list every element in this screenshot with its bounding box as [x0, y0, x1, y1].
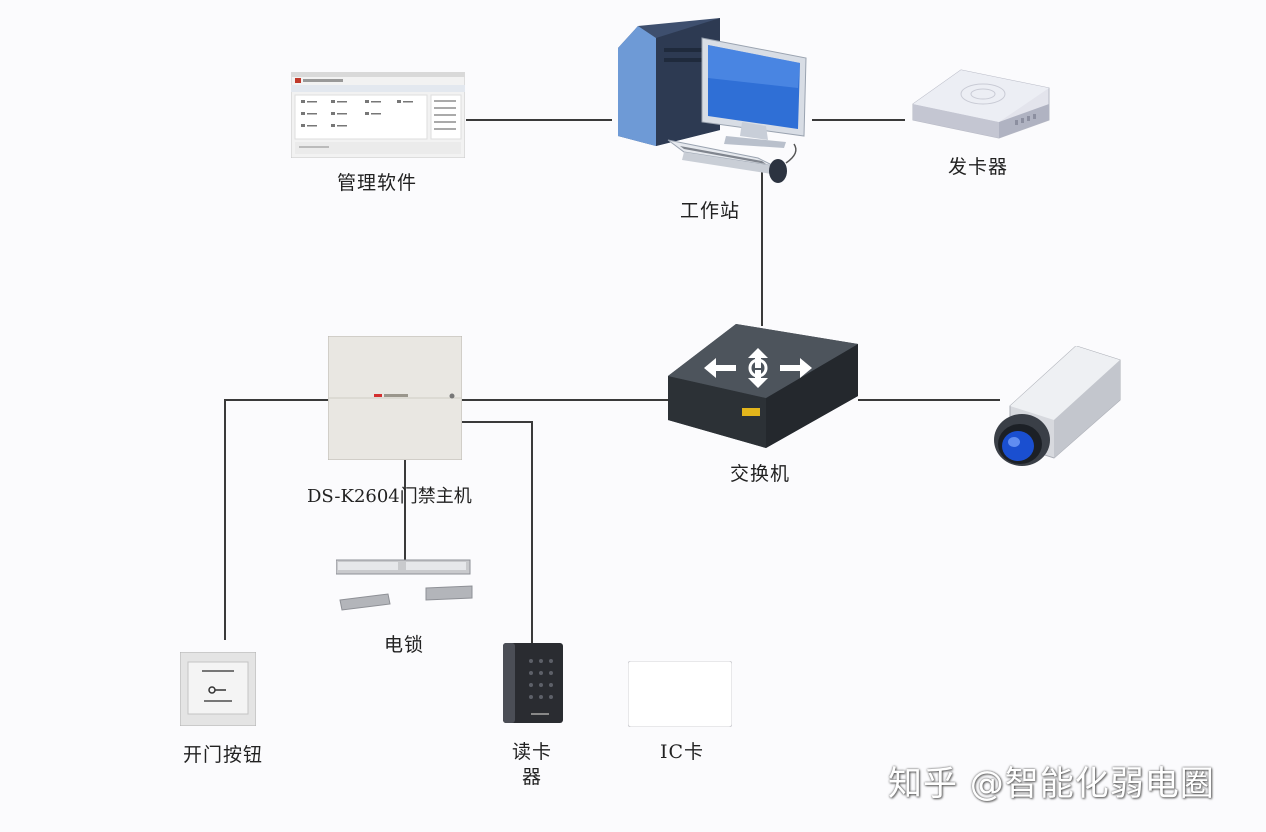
watermark-text: 知乎 @智能化弱电圈: [888, 764, 1215, 804]
ic-card-image: [627, 660, 733, 728]
access-controller-image: [327, 335, 463, 461]
card-issuer-image: [907, 64, 1055, 142]
lock-label: 电锁: [384, 634, 425, 656]
workstation-computer-image: [608, 18, 813, 186]
card-reader-label-line2: 器: [522, 766, 543, 788]
exit-button-image: [179, 651, 257, 727]
electric-lock-image: [335, 556, 474, 612]
wire-controller-reader: [462, 421, 533, 645]
controller-label: DS-K2604门禁主机: [307, 486, 472, 507]
network-switch-image: [666, 324, 860, 450]
switch-label: 交换机: [730, 463, 791, 485]
management-software-image: [290, 71, 466, 159]
card-issuer-label: 发卡器: [948, 156, 1009, 178]
card-reader-image: [503, 643, 563, 723]
workstation-label: 工作站: [680, 200, 741, 222]
ip-camera-image: [980, 345, 1124, 476]
card-reader-label-line1: 读卡: [512, 741, 553, 763]
wire-controller-exit-button: [224, 399, 328, 640]
software-label: 管理软件: [337, 172, 418, 194]
ic-card-label: IC卡: [660, 741, 705, 763]
exit-button-label: 开门按钮: [183, 744, 264, 766]
